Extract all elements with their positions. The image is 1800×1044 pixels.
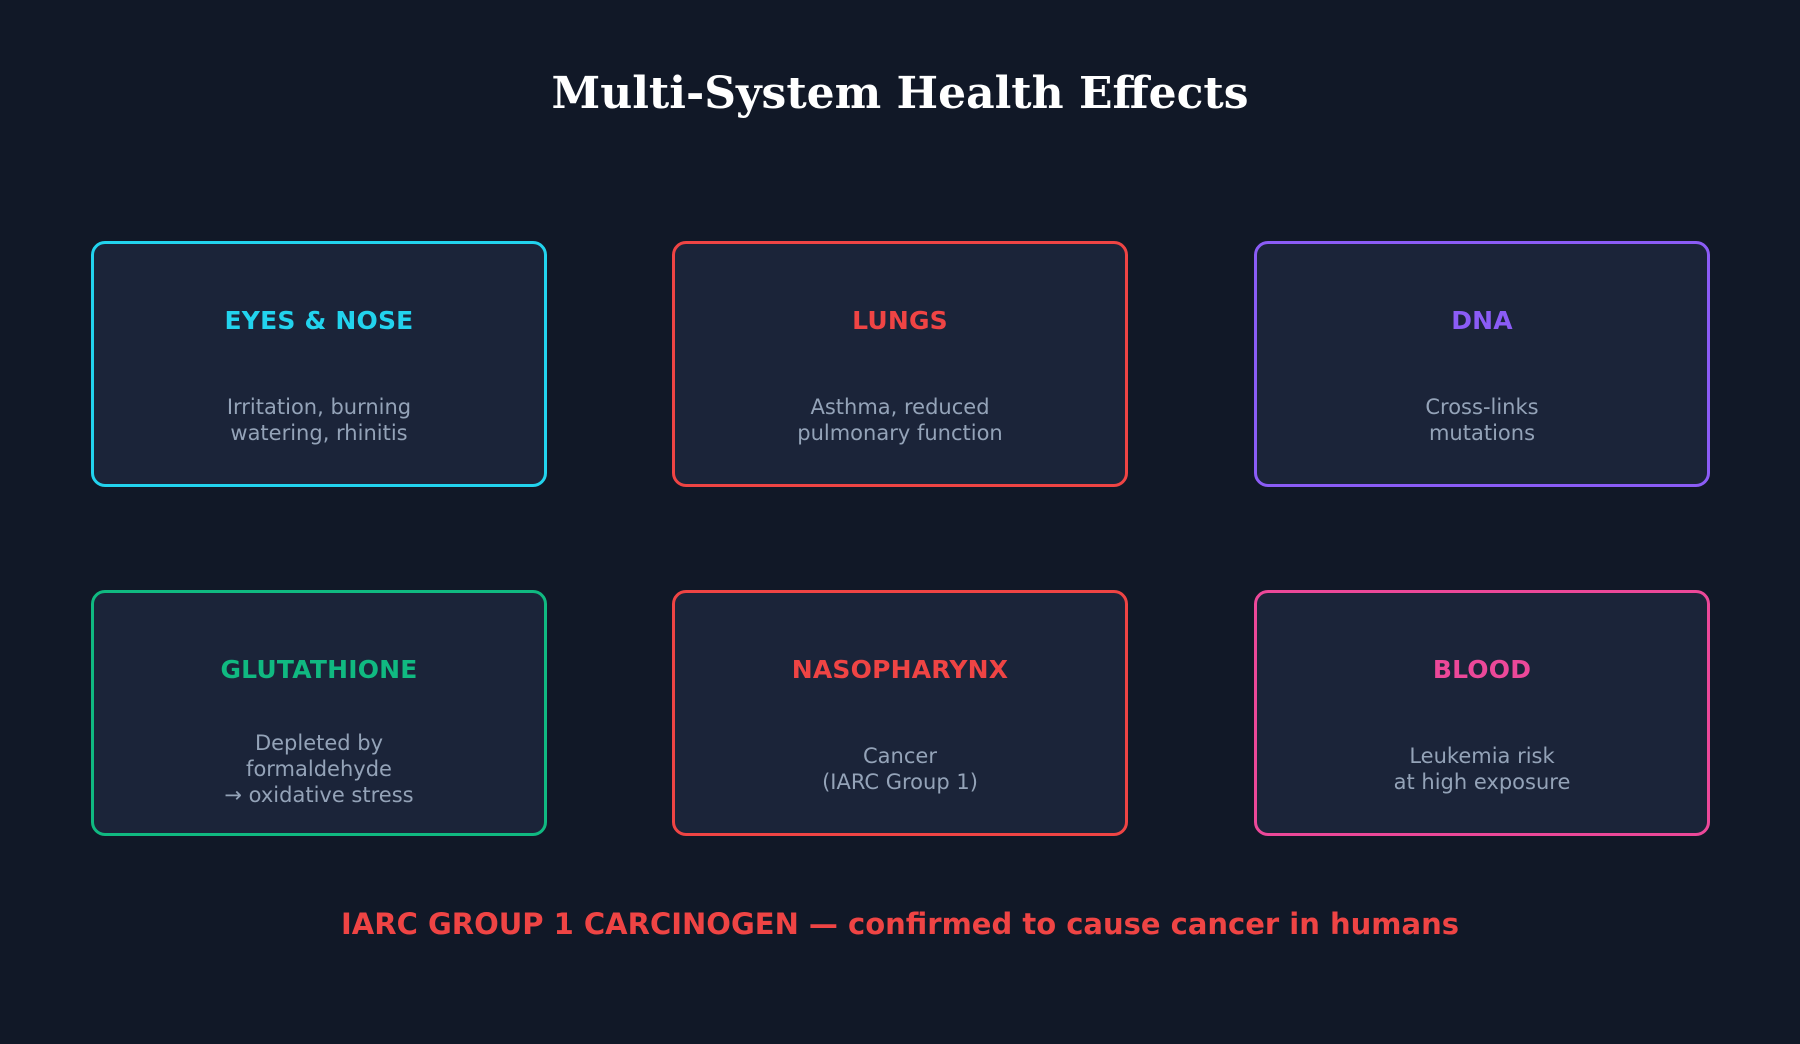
card-description-line: at high exposure	[1393, 770, 1571, 794]
card-heading: NASOPHARYNX	[791, 655, 1009, 684]
carcinogen-warning: IARC GROUP 1 CARCINOGEN — confirmed to c…	[341, 907, 1459, 941]
card-heading: GLUTATHIONE	[220, 655, 418, 684]
card-eyes-nose: EYES & NOSE Irritation, burning watering…	[91, 241, 547, 487]
card-glutathione: GLUTATHIONE Depleted by formaldehyde → o…	[91, 590, 547, 836]
card-description: Asthma, reduced pulmonary function	[675, 394, 1125, 446]
card-description: Leukemia risk at high exposure	[1257, 743, 1707, 795]
diagram-title: Multi-System Health Effects	[551, 68, 1249, 119]
card-description-line: → oxidative stress	[224, 783, 414, 807]
card-description-line: Depleted by	[254, 731, 384, 755]
card-description: Cancer (IARC Group 1)	[675, 743, 1125, 795]
card-description-line: Cross-links	[1425, 395, 1539, 419]
card-dna: DNA Cross-links mutations	[1254, 241, 1710, 487]
card-description: Cross-links mutations	[1257, 394, 1707, 446]
card-description-line: mutations	[1428, 421, 1536, 445]
card-description: Irritation, burning watering, rhinitis	[94, 394, 544, 446]
card-description-line: formaldehyde	[246, 757, 392, 781]
card-heading: DNA	[1451, 306, 1513, 335]
card-description-line: Asthma, reduced	[810, 395, 990, 419]
card-heading: LUNGS	[852, 306, 948, 335]
card-lungs: LUNGS Asthma, reduced pulmonary function	[672, 241, 1128, 487]
card-description-line: pulmonary function	[797, 421, 1003, 445]
card-blood: BLOOD Leukemia risk at high exposure	[1254, 590, 1710, 836]
card-description-line: Cancer	[863, 744, 937, 768]
card-heading: BLOOD	[1432, 655, 1532, 684]
card-description-line: Irritation, burning	[226, 395, 412, 419]
card-nasopharynx: NASOPHARYNX Cancer (IARC Group 1)	[672, 590, 1128, 836]
card-heading: EYES & NOSE	[224, 306, 414, 335]
card-description-line: Leukemia risk	[1409, 744, 1555, 768]
card-description-line: watering, rhinitis	[230, 421, 408, 445]
card-description: Depleted by formaldehyde → oxidative str…	[94, 730, 544, 808]
card-description-line: (IARC Group 1)	[822, 770, 978, 794]
